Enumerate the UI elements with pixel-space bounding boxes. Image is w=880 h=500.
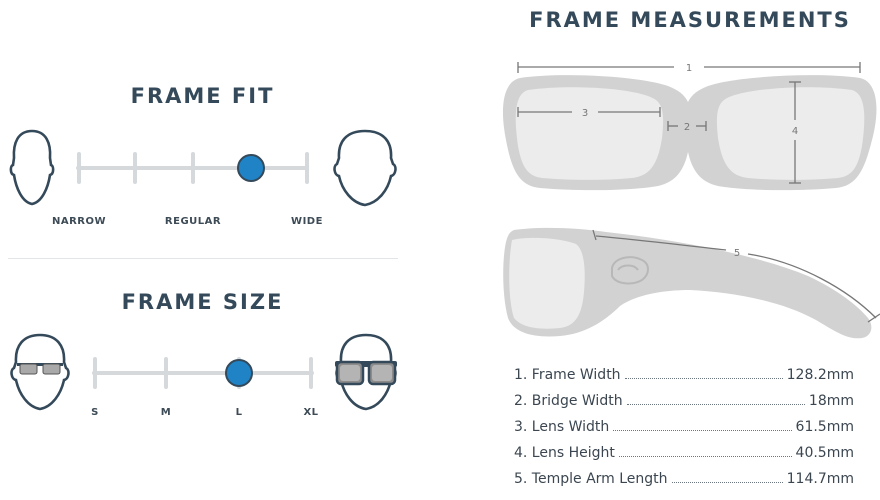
frame-size-title: FRAME SIZE bbox=[121, 290, 284, 314]
size-label-xl: XL bbox=[303, 407, 319, 418]
brand-logo-icon bbox=[611, 256, 649, 285]
measurement-value: 40.5mm bbox=[795, 445, 854, 461]
dim-label-2: 2 bbox=[684, 122, 690, 133]
size-label-s: S bbox=[91, 407, 99, 418]
side-lens bbox=[509, 237, 585, 329]
frame-measurements-title: FRAME MEASUREMENTS bbox=[529, 8, 851, 32]
front-frame-diagram: 1 3 2 4 bbox=[502, 62, 877, 191]
measurement-value: 128.2mm bbox=[786, 367, 854, 383]
measurement-row-lens-width: 3. Lens Width 61.5mm bbox=[514, 419, 854, 445]
right-lens bbox=[716, 87, 865, 180]
dim-label-5: 5 bbox=[734, 248, 740, 259]
dim-label-1: 1 bbox=[686, 63, 692, 74]
narrow-face-icon bbox=[9, 129, 55, 206]
wide-face-icon bbox=[333, 129, 397, 207]
measurement-row-frame-width: 1. Frame Width 128.2mm bbox=[514, 367, 854, 393]
frame-fit-title: FRAME FIT bbox=[130, 84, 275, 108]
size-label-m: M bbox=[160, 407, 172, 418]
measurement-value: 114.7mm bbox=[786, 471, 854, 487]
large-glasses-face-icon bbox=[335, 333, 397, 411]
measurement-label: 4. Lens Height bbox=[514, 445, 615, 461]
dim-label-4: 4 bbox=[792, 126, 798, 137]
measurement-label: 3. Lens Width bbox=[514, 419, 610, 435]
measurement-row-lens-height: 4. Lens Height 40.5mm bbox=[514, 445, 854, 471]
side-frame-body bbox=[503, 227, 872, 339]
fit-label-wide: WIDE bbox=[291, 216, 323, 227]
size-slider-knob bbox=[225, 359, 253, 387]
measurement-label: 1. Frame Width bbox=[514, 367, 621, 383]
measurement-row-bridge-width: 2. Bridge Width 18mm bbox=[514, 393, 854, 419]
measurement-value: 61.5mm bbox=[795, 419, 854, 435]
small-lens-right bbox=[42, 363, 61, 375]
measurement-value: 18mm bbox=[808, 393, 854, 409]
measurement-label: 2. Bridge Width bbox=[514, 393, 623, 409]
dim-label-3: 3 bbox=[582, 108, 588, 119]
left-lens bbox=[515, 87, 664, 180]
fit-label-narrow: NARROW bbox=[51, 216, 107, 227]
section-divider bbox=[8, 258, 398, 259]
measurements-list: 1. Frame Width 128.2mm 2. Bridge Width 1… bbox=[514, 367, 854, 497]
measurement-label: 5. Temple Arm Length bbox=[514, 471, 668, 487]
size-label-l: L bbox=[235, 407, 243, 418]
frame-fit-slider[interactable] bbox=[74, 150, 314, 186]
fit-slider-knob bbox=[237, 154, 265, 182]
measurement-row-temple-arm-length: 5. Temple Arm Length 114.7mm bbox=[514, 471, 854, 497]
fit-label-regular: REGULAR bbox=[164, 216, 222, 227]
small-lens-left bbox=[19, 363, 38, 375]
small-glasses-face-icon bbox=[10, 333, 70, 411]
side-frame-diagram: 5 bbox=[503, 227, 880, 339]
frame-size-slider[interactable] bbox=[90, 355, 320, 391]
